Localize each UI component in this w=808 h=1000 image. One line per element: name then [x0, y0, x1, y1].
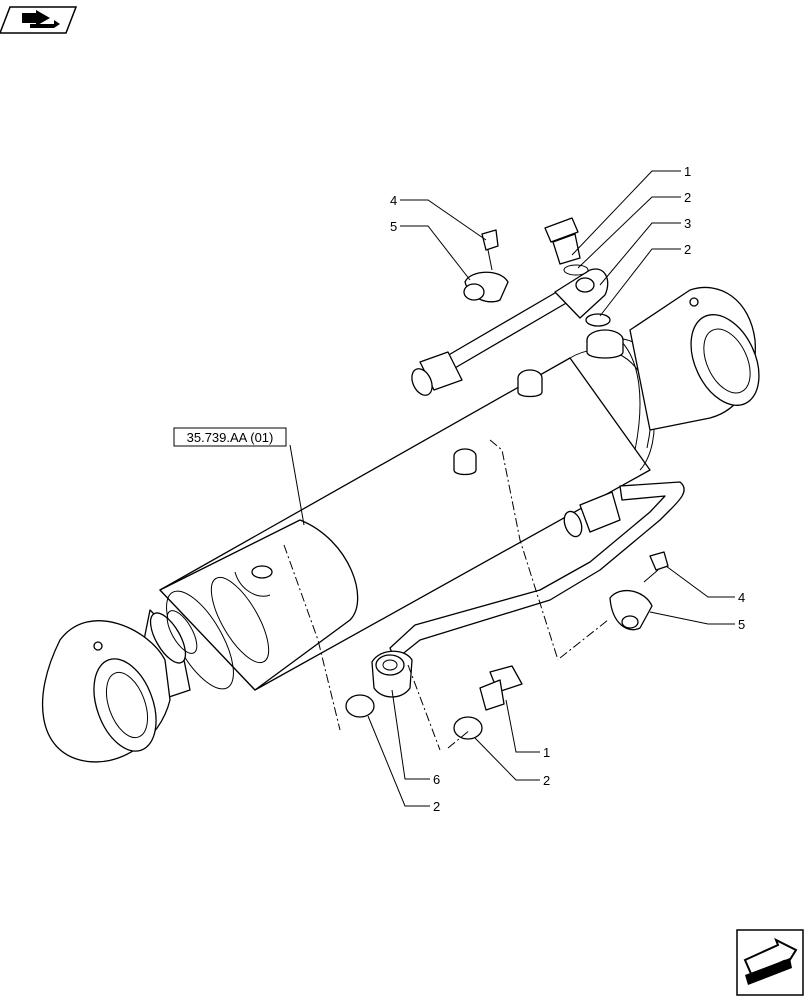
bleed-screw-lower	[479, 665, 523, 711]
head-end-eye	[629, 286, 760, 431]
leader-lines	[289, 170, 735, 807]
callout-top-5: 5	[390, 219, 397, 234]
seal-ring-upper-2b	[585, 313, 611, 327]
reference-label[interactable]: 35.739.AA (01)	[173, 427, 287, 447]
callout-bottom-1: 1	[543, 745, 550, 760]
callout-right-5: 5	[738, 617, 745, 632]
seal-ring-lower-mid	[453, 716, 483, 740]
callout-top-3: 3	[684, 216, 691, 231]
reference-label-text: 35.739.AA (01)	[187, 430, 274, 445]
callout-bottom-2a: 2	[543, 773, 550, 788]
callout-top-2b: 2	[684, 242, 691, 257]
callout-bottom-2b: 2	[433, 799, 440, 814]
callout-top-2a: 2	[684, 190, 691, 205]
callout-top-1: 1	[684, 164, 691, 179]
next-page-icon[interactable]	[736, 929, 804, 996]
upper-pipe	[411, 268, 609, 396]
clamp-lower	[609, 551, 669, 631]
clamp-upper	[463, 229, 509, 303]
seal-ring-lower-left	[345, 694, 375, 718]
assembly-lines	[283, 439, 609, 751]
rod-end-eye	[41, 609, 198, 763]
previous-page-icon[interactable]	[0, 6, 78, 34]
callout-bottom-6: 6	[433, 772, 440, 787]
callout-top-4: 4	[390, 193, 397, 208]
bleed-screw-upper	[544, 217, 589, 276]
callout-right-4: 4	[738, 590, 745, 605]
lower-pipe	[371, 481, 685, 698]
barrel-ports	[234, 329, 624, 597]
